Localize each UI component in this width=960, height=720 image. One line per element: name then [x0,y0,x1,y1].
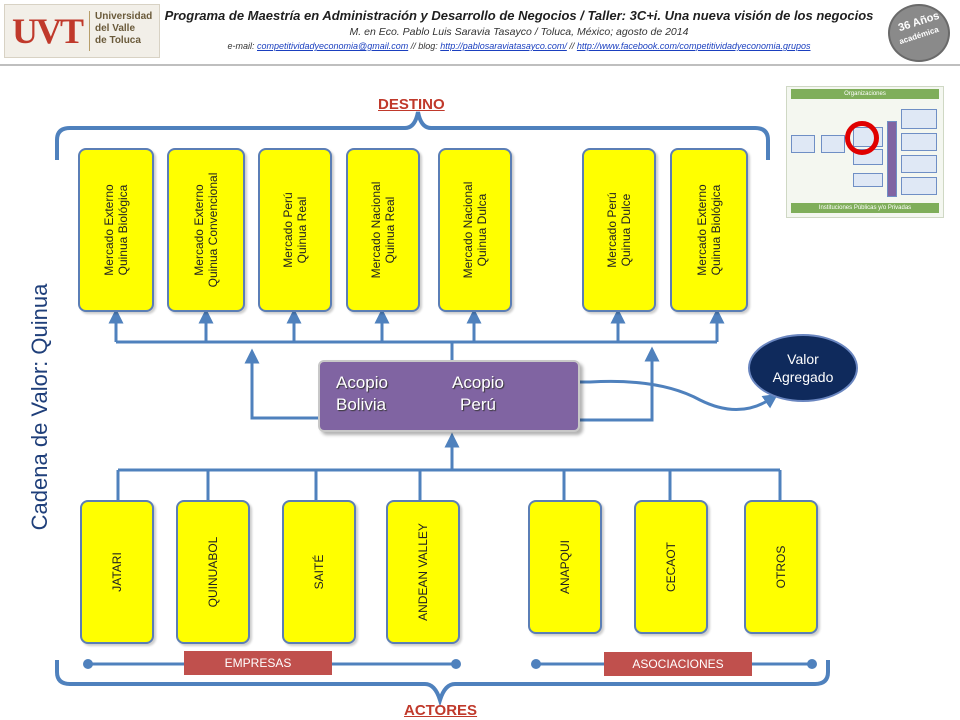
thumbnail-node [791,135,815,153]
highlight-circle [845,121,879,155]
thumbnail-node [901,177,937,195]
thumbnail-node [853,173,883,187]
empresa-box: JATARI [80,500,154,644]
empresa-box: SAITÉ [282,500,356,644]
thumbnail-bottom-bar: Instituciones Públicas y/o Privadas [791,203,939,213]
header-banner: UVT Universidad del Valle de Toluca Prog… [0,0,960,66]
asociaciones-label: ASOCIACIONES [604,652,752,676]
thumbnail-node [821,135,845,153]
empresa-box: QUINUABOL [176,500,250,644]
logo-text: Universidad del Valle de Toluca [95,11,153,46]
empresa-box: ANDEAN VALLEY [386,500,460,644]
thumbnail-node [901,133,937,151]
university-logo: UVT Universidad del Valle de Toluca [4,4,160,58]
thumbnail-diagram: Organizaciones Instituciones Públicas y/… [786,86,944,218]
thumbnail-top-bar: Organizaciones [791,89,939,99]
thumbnail-node [887,121,897,197]
thumbnail-node [901,155,937,173]
actores-brace [55,660,830,707]
header-subtitle: M. en Eco. Pablo Luis Saravia Tasayco / … [349,26,689,38]
facebook-link[interactable]: http://www.facebook.com/competitividadye… [576,41,811,51]
logo-mark: UVT [11,11,84,51]
thumbnail-node [901,109,937,129]
logo-separator [89,11,90,51]
actores-stems [116,470,782,500]
destino-brace [55,111,770,160]
header-contact: e-mail: competitividadyeconomia@gmail.co… [227,41,811,51]
email-link[interactable]: competitividadyeconomia@gmail.com [257,41,409,51]
asociacion-box: CECAOT [634,500,708,634]
actores-label: ACTORES [404,702,478,719]
asociacion-box: OTROS [744,500,818,634]
blog-link[interactable]: http://pablosaraviatasayco.com/ [440,41,567,51]
empresas-label: EMPRESAS [184,651,332,675]
asociacion-box: ANAPQUI [528,500,602,634]
header-title: Programa de Maestría en Administración y… [164,8,874,23]
destino-label: DESTINO [378,96,445,113]
anniversary-badge: 36 Años académica [888,4,950,62]
destino-arrows [108,308,725,342]
